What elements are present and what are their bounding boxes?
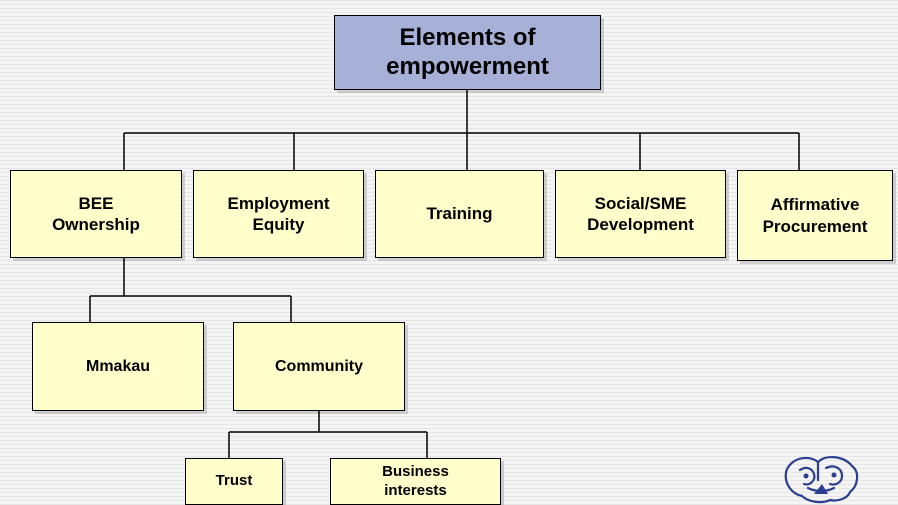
element-node-bee-ownership: BEE Ownership — [10, 170, 182, 258]
element-node-label: Employment Equity — [227, 193, 330, 234]
ownership-node-community: Community — [233, 322, 405, 411]
element-node-training: Training — [375, 170, 544, 258]
community-node-label: Trust — [215, 472, 253, 490]
element-node-employment-equity: Employment Equity — [193, 170, 364, 258]
community-node-business-interests: Business interests — [330, 458, 501, 505]
company-logo-icon — [784, 456, 859, 504]
root-node-label: Elements of empowerment — [386, 23, 549, 80]
ownership-node-mmakau: Mmakau — [32, 322, 204, 411]
element-node-label: Training — [426, 204, 493, 224]
ownership-node-label: Community — [275, 357, 363, 375]
element-node-label: BEE Ownership — [52, 193, 140, 234]
community-node-label: Business interests — [382, 462, 449, 499]
root-node: Elements of empowerment — [334, 15, 601, 90]
element-node-label: Social/SME Development — [587, 193, 694, 234]
community-node-trust: Trust — [185, 458, 283, 505]
element-node-social-sme-development: Social/SME Development — [555, 170, 726, 258]
ownership-node-label: Mmakau — [85, 357, 151, 375]
element-node-label: Affirmative Procurement — [762, 195, 868, 236]
element-node-affirmative-procurement: Affirmative Procurement — [737, 170, 893, 261]
